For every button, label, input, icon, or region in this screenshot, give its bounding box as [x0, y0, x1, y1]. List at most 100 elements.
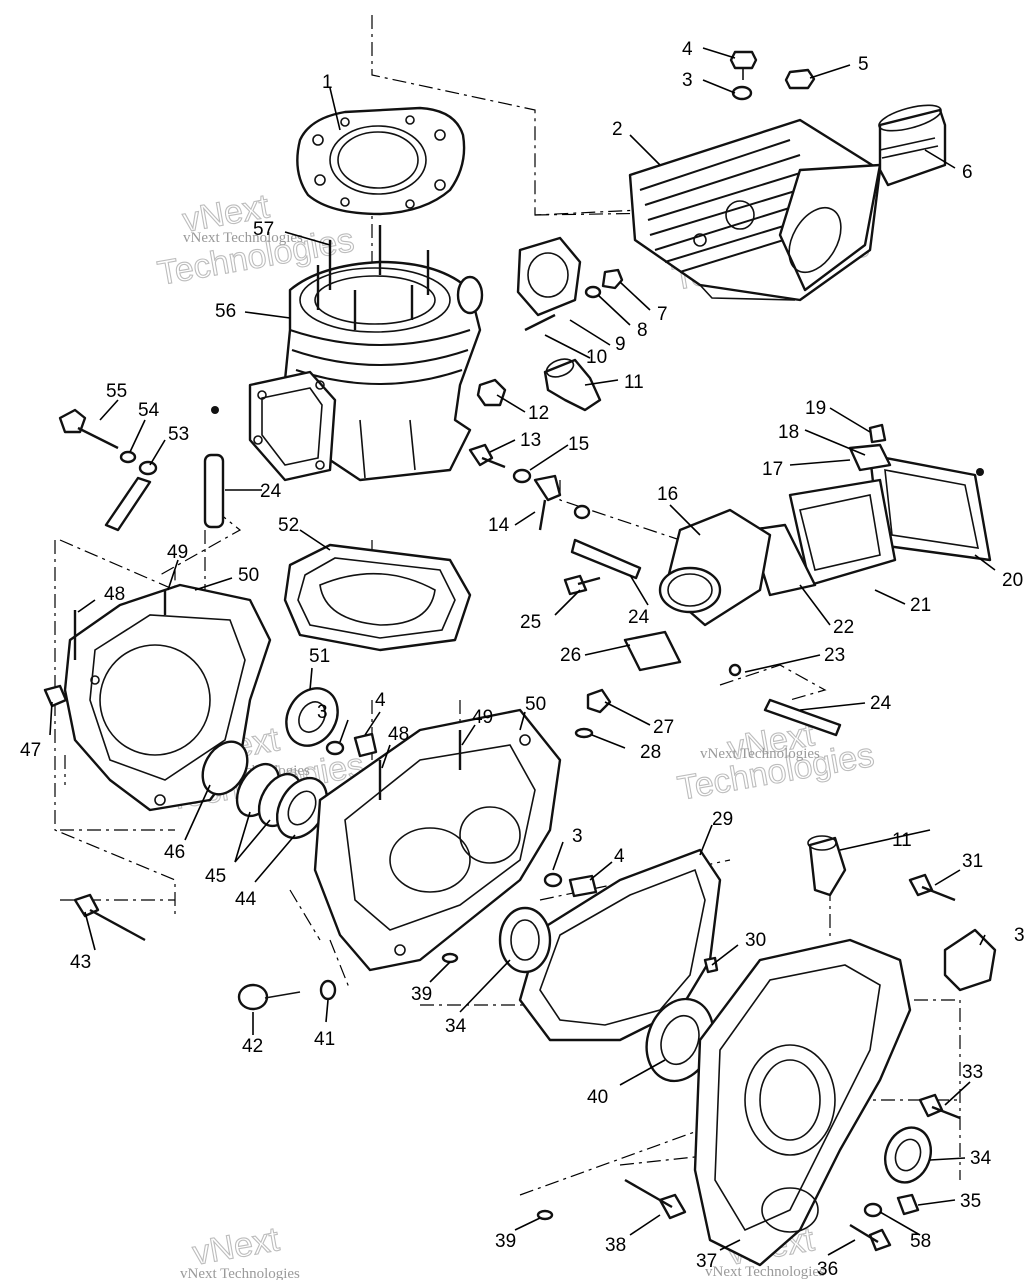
part-number-46: 46: [164, 842, 185, 863]
part-number-24b: 24: [628, 607, 650, 628]
bolt-31-head: [908, 873, 934, 897]
part-number-4-low: 4: [614, 846, 625, 867]
part-number-4-mid: 4: [375, 690, 386, 711]
bearing-51: [285, 687, 339, 747]
watermark-text: vNext Technologies: [183, 230, 303, 246]
bolt-4-mid: [353, 732, 378, 758]
part-number-33: 33: [962, 1062, 983, 1083]
case-gasket-seals: [498, 848, 722, 1083]
part-number-3: 3: [682, 70, 693, 91]
bolt-4-low: [568, 874, 598, 898]
part-number-43: 43: [70, 952, 91, 973]
part-number-25: 25: [520, 612, 541, 633]
part-number-39a: 39: [411, 984, 432, 1005]
part-number-52: 52: [278, 515, 299, 536]
bolt-13-head: [468, 443, 494, 467]
part-number-5: 5: [858, 54, 869, 75]
part-number-28: 28: [640, 742, 661, 763]
bolt-4-head: [729, 50, 758, 70]
part-number-48b: 48: [388, 724, 409, 745]
part-number-4: 4: [682, 39, 693, 60]
exhaust-manifold-11: [543, 358, 602, 412]
part-number-12: 12: [528, 403, 549, 424]
manifold-11-lower: [808, 836, 847, 897]
strap-24-right: [763, 698, 842, 737]
elbow-32: [943, 928, 997, 992]
watermark-text: vNext Technologies: [180, 1266, 300, 1280]
part-number-45: 45: [205, 866, 226, 887]
elbow-14: [533, 474, 562, 502]
part-number-39b: 39: [495, 1231, 516, 1252]
part-number-58: 58: [910, 1231, 931, 1252]
part-number-44: 44: [235, 889, 257, 910]
dot-marker: [211, 406, 219, 414]
washer-3: [731, 85, 753, 101]
seal-46: [201, 740, 249, 796]
washer-15-right: [573, 504, 591, 520]
part-number-20: 20: [1002, 570, 1023, 591]
part-number-30: 30: [745, 930, 766, 951]
washer-54: [119, 450, 137, 464]
part-number-labels: 1 2 3 4 5 6 7 8 9 10 11 12 13 14 15 16 1…: [20, 39, 1024, 1280]
part-number-34b: 34: [970, 1148, 992, 1169]
part-number-3-mid: 3: [317, 702, 328, 723]
bolt-25-head: [563, 574, 588, 596]
washer-3-mid: [325, 740, 345, 756]
part-number-11: 11: [624, 372, 644, 393]
watermark-vnext: vNext: [190, 1220, 283, 1273]
bolt-55-head: [58, 408, 87, 434]
part-number-1: 1: [322, 72, 333, 93]
part-number-23: 23: [824, 645, 845, 666]
fitting-27: [586, 688, 612, 714]
part-number-34a: 34: [445, 1016, 467, 1037]
seal-34-right: [884, 1126, 932, 1184]
part-number-21: 21: [910, 595, 931, 616]
part-number-24a: 24: [260, 481, 282, 502]
part-number-57: 57: [253, 219, 274, 240]
washer-8: [584, 285, 602, 299]
strap-24-mid: [570, 538, 642, 580]
clamp-26: [623, 630, 682, 672]
part-number-54: 54: [138, 400, 160, 421]
part-number-47: 47: [20, 740, 41, 761]
part-number-41: 41: [314, 1029, 335, 1050]
intake-assembly: [468, 423, 992, 739]
part-number-53: 53: [168, 424, 189, 445]
part-number-35: 35: [960, 1191, 981, 1212]
part-number-49b: 49: [472, 707, 493, 728]
pin-39-low: [536, 1209, 554, 1221]
bearings-seals: [201, 687, 378, 840]
part-number-36: 36: [817, 1259, 838, 1280]
pin-39: [441, 952, 459, 964]
part-number-55: 55: [106, 381, 127, 402]
washer-58: [863, 1202, 883, 1218]
bolt-35: [896, 1193, 920, 1216]
part-number-26: 26: [560, 645, 581, 666]
stud-10: [524, 313, 556, 332]
part-number-42: 42: [242, 1036, 263, 1057]
part-number-8: 8: [637, 320, 648, 341]
part-number-48a: 48: [104, 584, 125, 605]
part-number-24c: 24: [870, 693, 892, 714]
nut-5: [784, 68, 816, 90]
part-number-31: 31: [962, 851, 983, 872]
cylinder: [248, 225, 484, 482]
washer-15-left: [512, 468, 532, 484]
plug-42: [237, 983, 269, 1011]
cylinder-head: [628, 118, 882, 302]
part-number-51: 51: [309, 646, 330, 667]
center-crankcase-half: [313, 708, 562, 972]
part-number-29: 29: [712, 809, 733, 830]
plug-47: [43, 684, 68, 708]
part-number-18: 18: [778, 422, 799, 443]
nut-7: [601, 268, 624, 290]
head-fasteners: [729, 50, 947, 187]
part-number-27: 27: [653, 717, 674, 738]
nut-12: [476, 378, 507, 407]
part-number-13: 13: [520, 430, 541, 451]
watermark-text: vNext Technologies: [700, 746, 820, 762]
part-number-16: 16: [657, 484, 678, 505]
part-number-15: 15: [568, 434, 589, 455]
head-gasket: [296, 106, 466, 216]
